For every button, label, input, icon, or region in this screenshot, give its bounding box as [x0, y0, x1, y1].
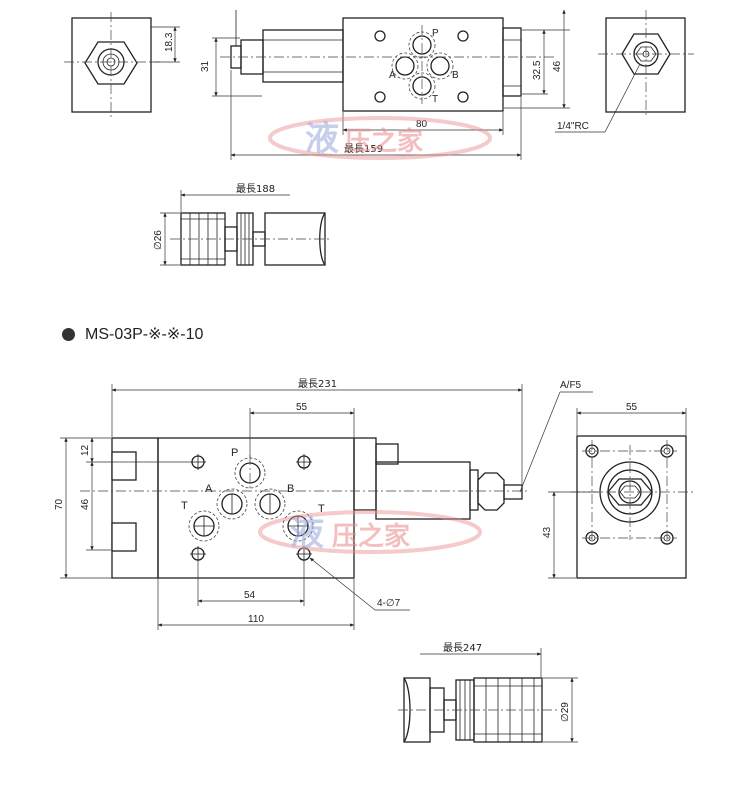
watermark-text-top: 压之家 — [345, 126, 423, 157]
dim-55-side: 55 — [626, 402, 638, 413]
top-front-view: 18.3 — [64, 12, 180, 118]
dim-12: 12 — [80, 444, 91, 456]
dim-max188: 最長188 — [236, 183, 275, 195]
port-label-t-right: T — [318, 503, 325, 515]
dim-110: 110 — [248, 614, 264, 625]
model-heading: MS-03P-※-※-10 — [62, 324, 203, 344]
port-label-rc: 1/4"RC — [557, 121, 589, 132]
dim-max247: 最長247 — [443, 642, 482, 654]
watermark-top: 液 压之家 — [268, 116, 492, 160]
dim-43: 43 — [542, 526, 553, 538]
dim-dia29: ∅29 — [560, 702, 571, 722]
port-label-a: A — [389, 70, 396, 81]
watermark-char-top: 液 — [305, 119, 339, 159]
watermark-char-bottom: 液 — [290, 514, 324, 554]
bottom-side-view: 55 43 — [542, 402, 694, 579]
watermark-text-bottom: 压之家 — [332, 521, 410, 552]
top-handle-variant: 最長188 ∅26 — [153, 183, 330, 266]
dim-31: 31 — [200, 60, 211, 72]
port-label-t-left: T — [181, 500, 188, 512]
dim-54: 54 — [244, 590, 256, 601]
dim-4x7: 4-∅7 — [377, 598, 401, 609]
top-right-view: 1/4"RC — [555, 10, 694, 133]
dim-70: 70 — [54, 498, 65, 510]
dim-80: 80 — [416, 119, 428, 130]
bullet-icon — [62, 327, 75, 341]
dim-46-bottom: 46 — [80, 498, 91, 510]
dim-max231: 最長231 — [298, 378, 337, 390]
dim-55-top: 55 — [296, 402, 308, 413]
watermark-bottom: 液 压之家 — [258, 510, 482, 554]
port-label-p: P — [432, 28, 439, 39]
bottom-front-view: P A B T T 最長231 55 70 12 46 54 110 — [54, 378, 593, 630]
dim-32-5: 32.5 — [532, 60, 543, 80]
bottom-handle-variant: 最長247 ∅29 — [398, 642, 578, 743]
port-label-t: T — [432, 94, 438, 105]
port-label-p: P — [231, 447, 238, 459]
port-label-b: B — [287, 483, 294, 495]
port-label-b: B — [452, 70, 459, 81]
port-label-a: A — [205, 483, 213, 495]
dim-18-3: 18.3 — [164, 32, 175, 52]
model-title: MS-03P-※-※-10 — [85, 326, 204, 343]
dim-dia26: ∅26 — [153, 230, 164, 250]
dim-46-top: 46 — [552, 60, 563, 72]
dim-max159: 最長159 — [344, 143, 383, 155]
top-side-view: P A B T 31 32.5 46 80 最長159 — [200, 9, 570, 160]
dim-af5: A/F5 — [560, 380, 582, 391]
